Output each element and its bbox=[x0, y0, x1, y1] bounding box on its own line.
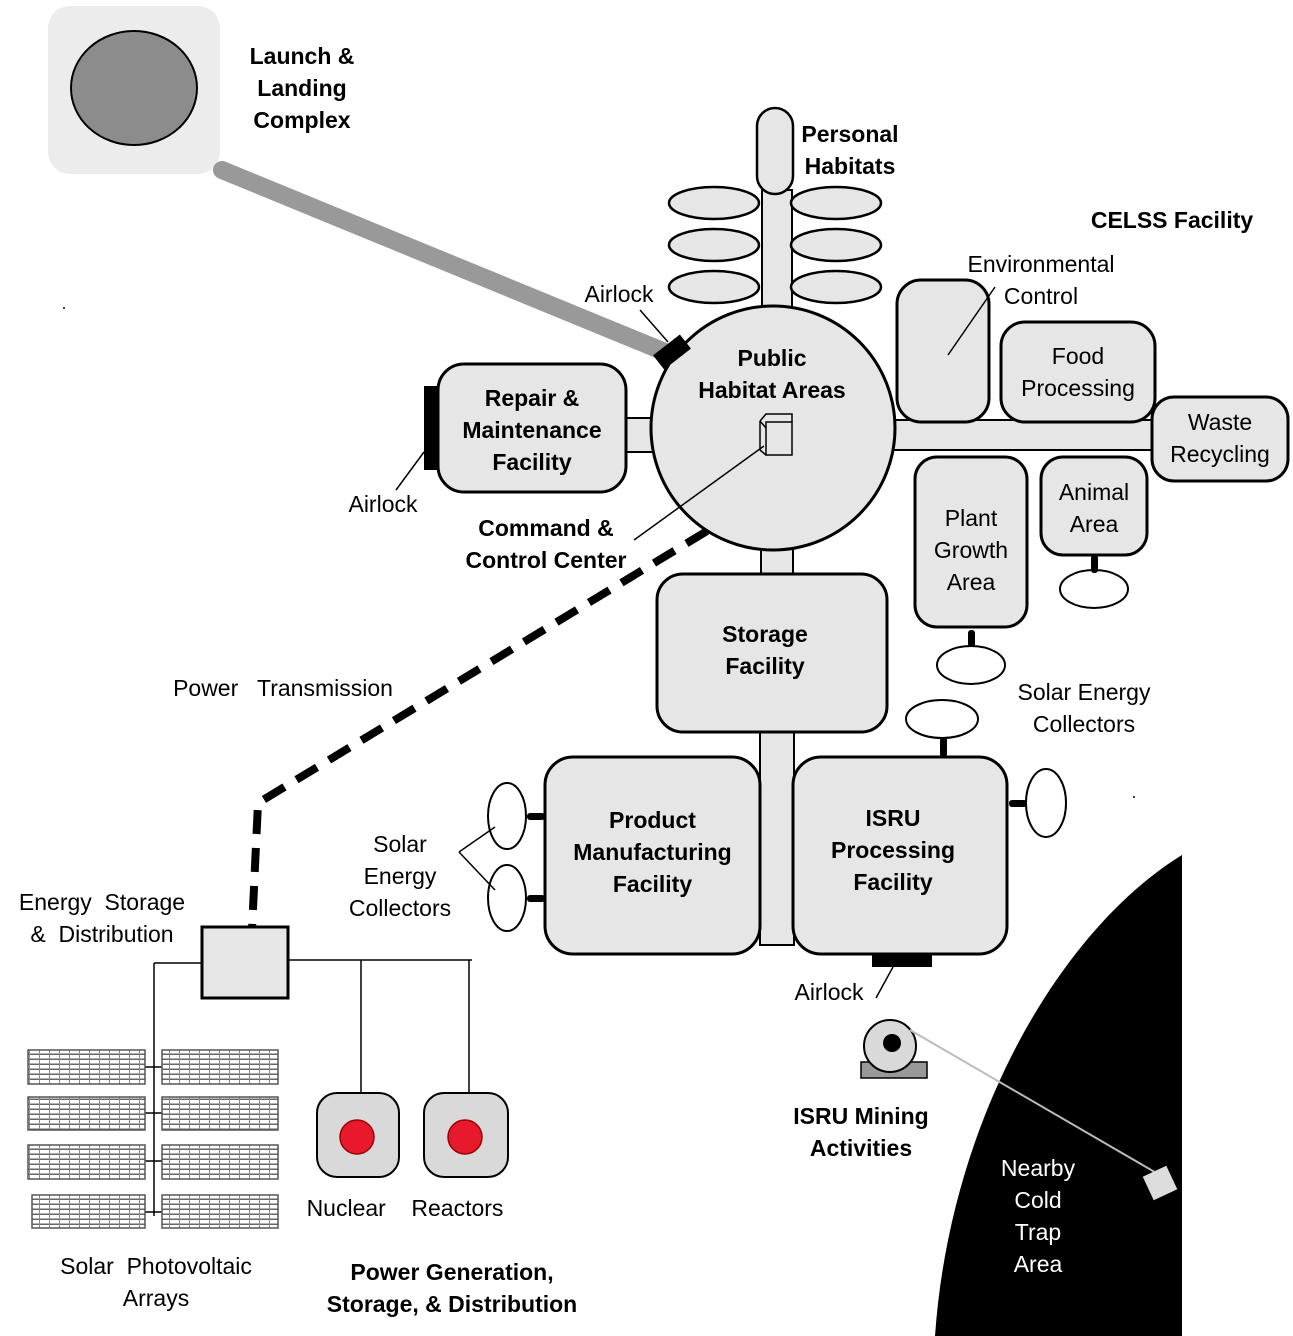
airlock-top-label: Airlock bbox=[584, 281, 654, 307]
collector-mounts bbox=[527, 555, 1098, 902]
facility-boxes bbox=[436, 278, 1290, 956]
command-pointer bbox=[633, 445, 765, 541]
airlock-bottom bbox=[872, 952, 932, 967]
access-road bbox=[213, 161, 674, 361]
command-center-cube-icon bbox=[759, 413, 793, 456]
energy-storage-label: Energy Storage& Distribution bbox=[18, 889, 186, 947]
command-control-label: Command &Control Center bbox=[465, 515, 627, 573]
photovoltaic-arrays bbox=[27, 1049, 279, 1229]
solar-energy-collectors bbox=[487, 569, 1129, 932]
nuclear-reactors bbox=[316, 1092, 509, 1178]
power-transmission-label: Power Transmission bbox=[173, 675, 393, 701]
mining-equipment-icon bbox=[860, 1019, 1178, 1201]
airlock-left-label: Airlock bbox=[348, 491, 418, 517]
airlock-left bbox=[424, 386, 440, 470]
airlock-bottom-pointer bbox=[875, 966, 894, 999]
airlock-bottom-label: Airlock bbox=[794, 979, 864, 1005]
power-generation-label: Power Generation,Storage, & Distribution bbox=[326, 1259, 578, 1317]
celss-facility-label: CELSS Facility bbox=[1090, 207, 1254, 233]
airlock-top bbox=[653, 334, 691, 370]
distribution-lines bbox=[145, 959, 472, 1216]
nuclear-reactors-label: Nuclear Reactors bbox=[306, 1195, 504, 1221]
solar-left-pointers bbox=[458, 826, 496, 891]
cold-trap-area bbox=[935, 855, 1182, 1336]
launch-landing-complex bbox=[48, 6, 220, 174]
airlock-left-pointer bbox=[395, 451, 425, 491]
energy-storage-box bbox=[200, 925, 290, 1000]
personal-habitat-pods bbox=[667, 106, 883, 305]
power-transmission-line bbox=[248, 527, 710, 931]
environmental-pointer bbox=[947, 286, 996, 356]
airlock-top-pointer bbox=[639, 309, 669, 343]
